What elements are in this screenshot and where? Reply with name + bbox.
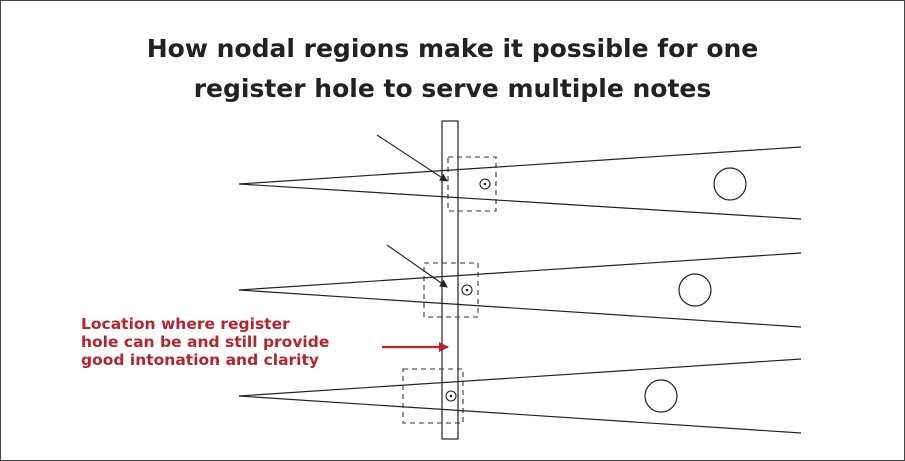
wedge-middle: [238, 252, 802, 328]
annotation-line-1: Location where register: [81, 315, 290, 333]
register-hole-lower: [445, 390, 457, 402]
lower-bottom-segment: [441, 408, 459, 411]
nodal-region-upper: [447, 156, 497, 212]
title-line-1: How nodal regions make it possible for o…: [146, 34, 759, 63]
tone-hole-lower: [644, 379, 678, 413]
wedge-upper: [238, 146, 802, 220]
lower-top-segment: [441, 381, 459, 384]
wedge-lower-top-line: [238, 358, 802, 397]
annotation-text: Location where register hole can be and …: [81, 315, 329, 369]
upper-bottom-segment: [441, 196, 459, 199]
annotation-line-2: hole can be and still provide: [81, 333, 330, 351]
wedge-middle-top-line: [238, 252, 802, 291]
wedge-middle-bottom-line: [238, 289, 802, 328]
register-hole-upper: [479, 178, 491, 190]
upper-top-segment: [441, 169, 459, 172]
nodal-region-lower: [402, 368, 464, 424]
nodal-region-middle: [423, 262, 479, 318]
pointer-arrow-middle: [386, 244, 448, 288]
title-line-2: register hole to serve multiple notes: [193, 74, 712, 103]
wedge-lower: [238, 358, 802, 434]
middle-bottom-segment: [441, 302, 459, 305]
annotation-line-3: good intonation and clarity: [81, 351, 320, 369]
wedge-lines-through-bar: [441, 169, 459, 411]
tone-hole-upper: [713, 167, 747, 201]
wedge-lower-bottom-line: [238, 395, 802, 434]
pointer-arrow-upper: [376, 134, 448, 182]
register-hole-middle: [461, 284, 473, 296]
wedge-upper-top-line: [238, 146, 802, 185]
diagram-title: How nodal regions make it possible for o…: [1, 29, 904, 109]
wedge-upper-bottom-line: [238, 183, 802, 220]
tone-hole-middle: [678, 273, 712, 307]
middle-top-segment: [441, 275, 459, 278]
